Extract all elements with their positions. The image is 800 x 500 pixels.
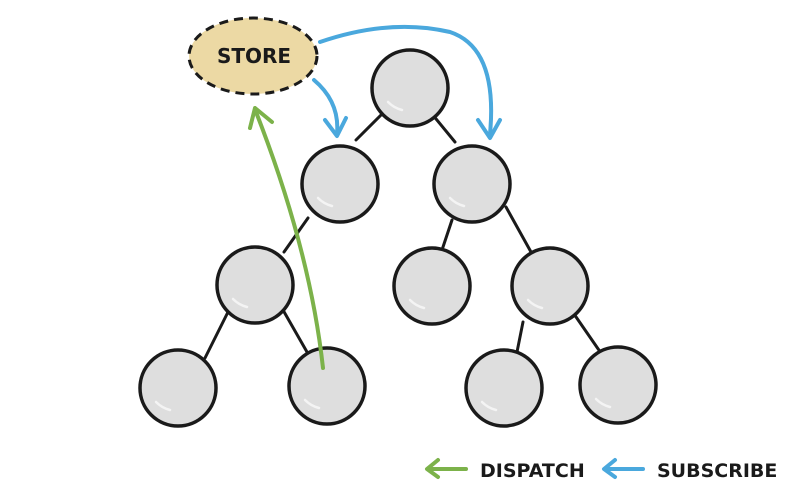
subscribe-legend-arrow-left-icon bbox=[602, 458, 645, 479]
edge-root-right bbox=[430, 112, 457, 144]
tree-nodes bbox=[138, 48, 658, 428]
tree-edges bbox=[203, 112, 605, 360]
tree-node-left bbox=[300, 144, 380, 224]
dispatch-arrow bbox=[248, 106, 325, 370]
legend-dispatch-label: DISPATCH bbox=[480, 460, 585, 482]
edge-root-left bbox=[354, 112, 384, 142]
edge-leftchild-leaf2 bbox=[281, 308, 309, 354]
store-ellipse bbox=[187, 16, 319, 96]
tree-node-left-child bbox=[215, 245, 295, 325]
legend: DISPATCH SUBSCRIBE bbox=[425, 458, 777, 482]
subscribe-arrows bbox=[312, 24, 502, 140]
tree-node-leaf-2 bbox=[287, 346, 367, 426]
tree-node-root bbox=[370, 48, 450, 128]
edge-right-rightleft bbox=[440, 218, 454, 252]
edge-leftchild-leaf1 bbox=[203, 306, 232, 360]
tree-node-leaf-3 bbox=[464, 348, 544, 428]
edge-rightright-leaf4 bbox=[572, 312, 605, 358]
edge-right-rightright bbox=[504, 205, 533, 254]
subscribe-arrow-to-right-node bbox=[318, 24, 502, 140]
tree-node-leaf-1 bbox=[138, 348, 218, 428]
tree-node-right-right-child bbox=[510, 246, 590, 326]
legend-subscribe: SUBSCRIBE bbox=[602, 458, 777, 482]
subscribe-arrow-to-left-node bbox=[312, 78, 348, 138]
store-node: STORE bbox=[187, 16, 319, 96]
tree-node-leaf-4 bbox=[578, 345, 658, 425]
edge-rightright-leaf3 bbox=[515, 320, 525, 354]
tree-node-right-left-child bbox=[392, 246, 472, 326]
tree-node-right bbox=[432, 144, 512, 224]
dispatch-legend-arrow-left-icon bbox=[425, 458, 468, 479]
legend-dispatch: DISPATCH bbox=[425, 458, 585, 482]
legend-subscribe-label: SUBSCRIBE bbox=[657, 460, 777, 482]
store-label: STORE bbox=[217, 44, 291, 68]
